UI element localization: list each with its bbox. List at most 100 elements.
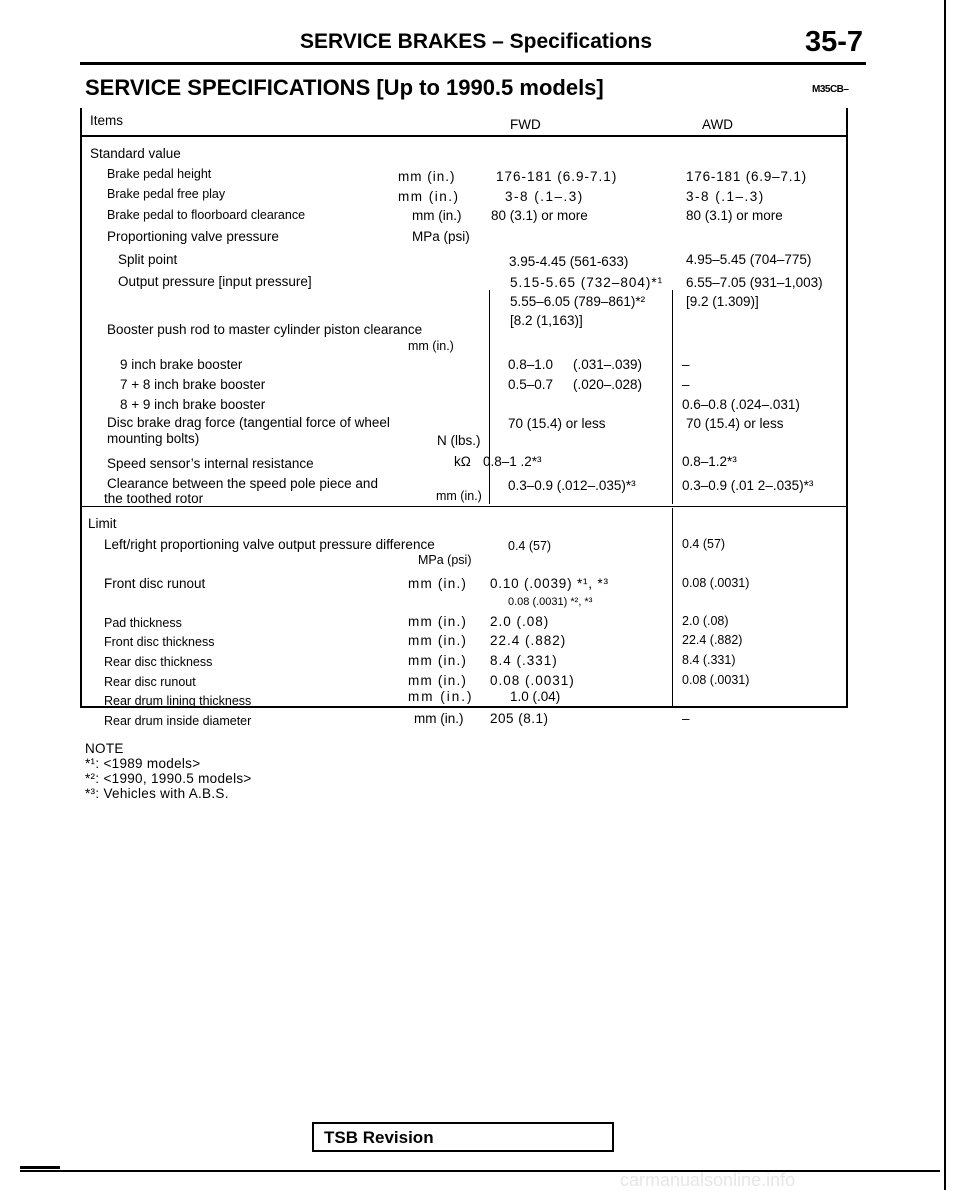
row-awd: 0.08 (.0031) [682,673,750,687]
row-fwd-line1: 0.10 (.0039) *¹, *³ [490,576,609,591]
row-fwd-a: 0.8–1.0 [508,357,554,372]
row-awd: 4.95–5.45 (704–775) [686,252,812,267]
row-label: Front disc thickness [104,635,215,649]
row-label: Front disc runout [104,576,206,591]
note-1: *¹: <1989 models> [85,756,201,771]
row-fwd-b: (.020–.028) [573,377,643,392]
row-fwd: 70 (15.4) or less [508,416,606,431]
row-unit: mm (in.) [408,689,474,704]
row-label: 8 + 9 inch brake booster [120,397,266,412]
row-label: Split point [118,252,178,267]
row-label-line2: the toothed rotor [104,491,204,506]
row-awd: 0.08 (.0031) [682,576,750,590]
awd-column-divider-limit [672,508,673,706]
page-header-title: SERVICE BRAKES – Specifications [300,30,653,53]
row-awd: 0.3–0.9 (.01 2–.035)*³ [682,478,814,493]
row-awd: 22.4 (.882) [682,633,743,647]
row-unit: kΩ [454,454,471,469]
row-awd: – [682,357,690,372]
row-label-line1: Disc brake drag force (tangential force … [107,415,390,430]
row-fwd: 2.0 (.08) [490,614,550,629]
row-fwd: 1.0 (.04) [510,689,561,704]
row-fwd-line3: [8.2 (1,163)] [510,313,583,328]
row-unit: mm (in.) [398,189,460,204]
row-fwd: 0.08 (.0031) [490,673,575,688]
table-left-border [80,108,82,708]
row-unit: mm (in.) [398,169,456,184]
row-label: Left/right proportioning valve output pr… [104,537,435,552]
row-awd: 0.8–1.2*³ [682,454,737,469]
tsb-revision-label: TSB Revision [324,1128,434,1147]
row-fwd: 0.4 (57) [508,539,552,553]
row-fwd-a: 0.5–0.7 [508,377,554,392]
row-awd-line1: 6.55–7.05 (931–1,003) [686,275,823,290]
fwd-column-divider [489,290,490,504]
row-awd: 80 (3.1) or more [686,208,783,223]
row-label: 7 + 8 inch brake booster [120,377,266,392]
page-number: 35-7 [805,26,864,58]
row-fwd-line2: 5.55–6.05 (789–861)*² [510,294,646,309]
row-unit: mm (in.) [414,711,464,726]
section-code: M35CB– [812,84,849,95]
row-awd: 0.6–0.8 (.024–.031) [682,397,800,412]
table-bottom-rule [80,706,848,708]
row-fwd-b: (.031–.039) [573,357,643,372]
table-section-rule [80,506,848,507]
row-unit: mm (in.) [408,673,468,688]
header-rule [80,62,866,65]
row-label: Rear drum inside diameter [104,714,252,728]
footer-dash [20,1166,60,1169]
row-unit: MPa (psi) [412,229,470,244]
note-3: *³: Vehicles with A.B.S. [85,786,229,801]
row-fwd: 3.95-4.45 (561-633) [509,254,629,269]
row-awd: 2.0 (.08) [682,614,729,628]
row-label: 9 inch brake booster [120,357,243,372]
row-unit: mm (in.) [412,208,462,223]
row-awd-line2: [9.2 (1.309)] [686,294,759,309]
row-fwd-line2: 0.08 (.0031) *², *³ [508,596,593,608]
row-label: Proportioning valve pressure [107,229,279,244]
row-label: Brake pedal free play [107,187,226,201]
row-awd: 3-8 (.1–.3) [686,189,765,204]
row-fwd: 0.3–0.9 (.012–.035)*³ [508,478,636,493]
row-label: Rear disc runout [104,675,196,689]
table-header-rule [80,135,848,137]
tsb-revision-box: TSB Revision [312,1122,614,1152]
table-right-border [846,108,848,708]
row-unit: mm (in.) [436,489,482,503]
note-2: *²: <1990, 1990.5 models> [85,771,252,786]
section-title: SERVICE SPECIFICATIONS [Up to 1990.5 mod… [85,75,604,100]
row-label: Pad thickness [104,616,182,630]
row-unit: MPa (psi) [418,553,472,567]
row-label-line1: Clearance between the speed pole piece a… [107,476,378,491]
row-unit: mm (in.) [408,633,468,648]
row-awd: – [682,377,690,392]
col-header-awd: AWD [702,117,733,132]
footer-rule [20,1170,940,1172]
row-awd: 176-181 (6.9–7.1) [686,169,807,184]
limit-heading: Limit [88,516,117,531]
row-fwd: 3-8 (.1–.3) [505,189,584,204]
row-fwd: 176-181 (6.9-7.1) [496,169,618,184]
row-label: Output pressure [input pressure] [118,274,312,289]
row-unit: N (lbs.) [437,433,481,448]
row-awd: 8.4 (.331) [682,653,736,667]
row-fwd: 8.4 (.331) [490,653,558,668]
col-header-fwd: FWD [510,117,541,132]
row-label: Brake pedal height [107,167,212,181]
row-label: Speed sensor’s internal resistance [107,456,314,471]
row-fwd-line1: 5.15-5.65 (732–804)*¹ [510,275,664,290]
page-edge-line [944,0,946,1190]
row-fwd: 205 (8.1) [490,711,549,726]
row-awd: 0.4 (57) [682,537,726,551]
row-unit: mm (in.) [408,653,468,668]
row-label: Rear disc thickness [104,655,213,669]
row-fwd: 0.8–1 .2*³ [483,454,542,469]
col-header-items: Items [90,113,124,128]
row-label-line2: mounting bolts) [107,431,200,446]
watermark: carmanualsonline.info [620,1170,796,1190]
row-unit: mm (in.) [408,576,468,591]
row-awd: – [682,711,690,726]
row-label: Booster push rod to master cylinder pist… [107,322,423,337]
row-awd: 70 (15.4) or less [686,416,784,431]
